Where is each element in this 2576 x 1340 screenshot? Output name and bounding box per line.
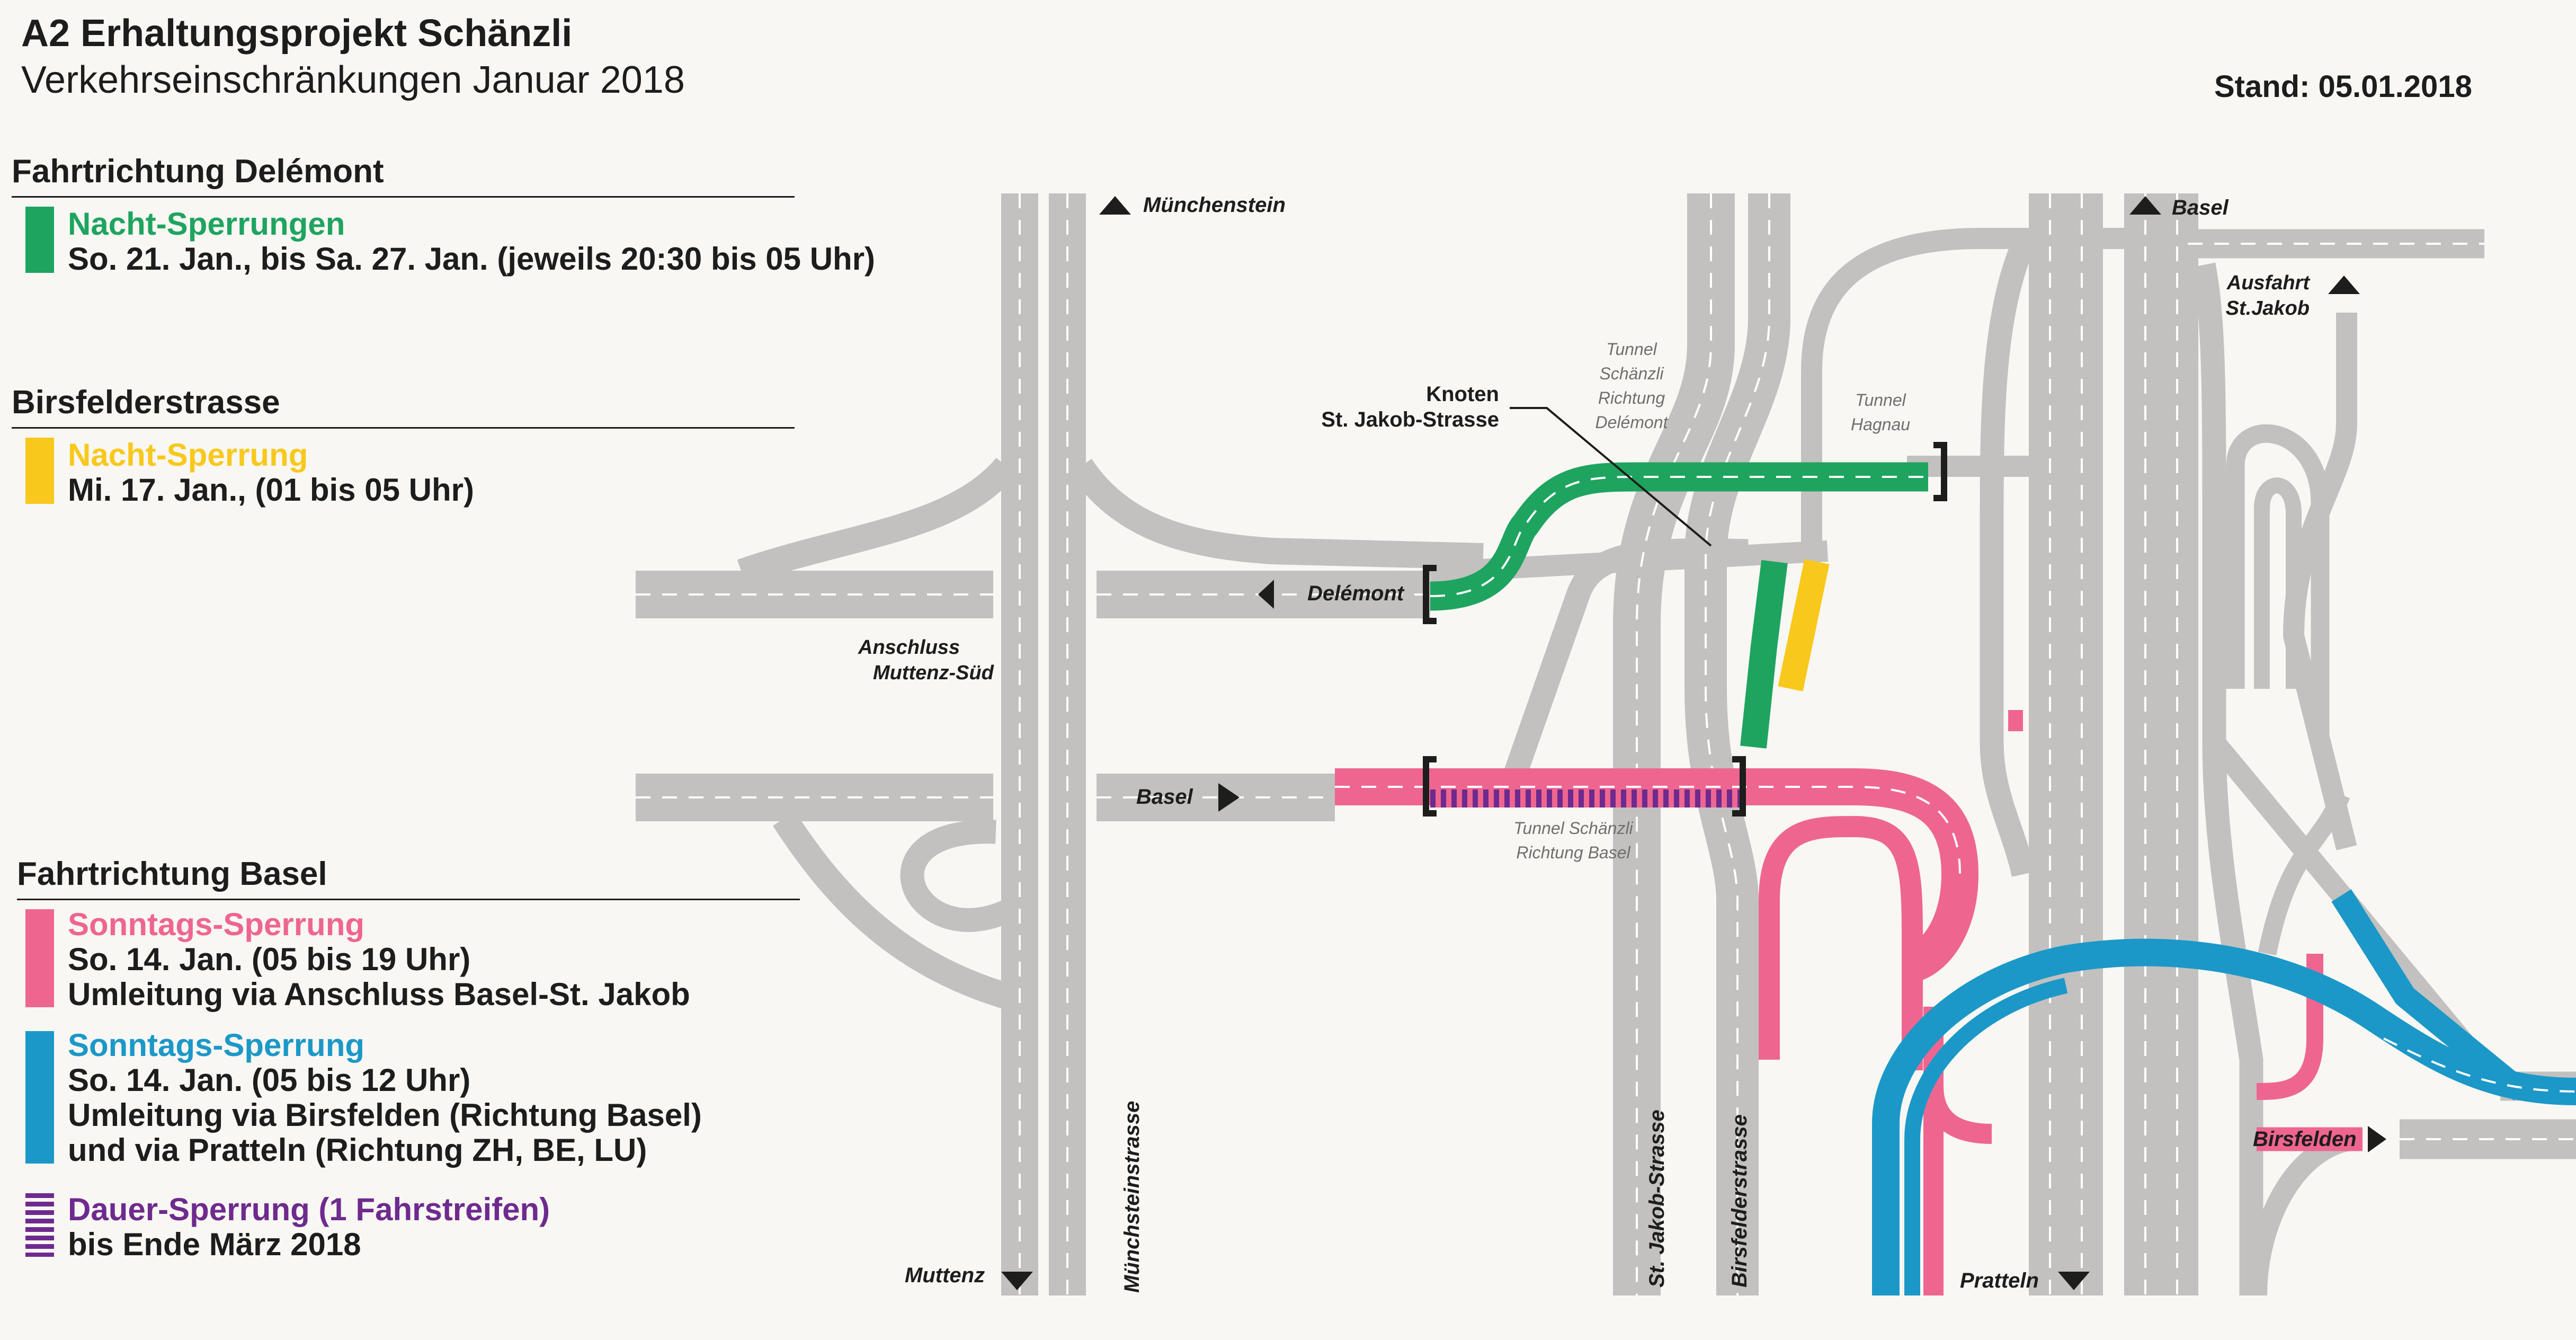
label-muenchenstein: Münchenstein: [1143, 193, 1286, 217]
label-th-2: Hagnau: [1850, 415, 1911, 434]
closure-brackets: [1423, 442, 1947, 817]
legend-line-green: So. 21. Jan., bis Sa. 27. Jan. (jeweils …: [68, 241, 876, 277]
label-tunnel-hagnau: Tunnel Hagnau: [1838, 388, 1923, 437]
ramp-sw-loop: [900, 820, 1012, 932]
label-birsfelden: Birsfelden: [2253, 1128, 2357, 1151]
label-st-jakob-strasse: St. Jakob-Strasse: [1645, 1110, 1669, 1288]
closure-purple-band: [1430, 789, 1743, 807]
closure-blue-diag: [2331, 889, 2529, 1101]
legend-title-yellow: Nacht-Sperrung: [68, 437, 308, 473]
legend-swatch-blue: [25, 1031, 54, 1164]
closure-yellow: [1778, 559, 1830, 691]
label-tunnel-schaenzli-delemont: Tunnel Schänzli Richtung Delémont: [1579, 337, 1684, 434]
triangle-birsfelden: [2368, 1126, 2386, 1152]
label-anschluss-1: Anschluss: [858, 636, 960, 659]
label-anschluss-2: Muttenz-Süd: [873, 662, 994, 684]
triangle-delemont: [1258, 580, 1274, 609]
knoten-leader-line: [1510, 407, 1712, 547]
label-th-1: Tunnel: [1855, 391, 1906, 410]
closure-green-branch: [1740, 560, 1788, 749]
direction-triangles: [1001, 196, 2386, 1290]
triangle-muenchenstein: [1099, 196, 1131, 215]
label-knoten-1: Knoten: [1426, 383, 1499, 406]
label-tsd-4: Delémont: [1595, 413, 1668, 432]
road-east-loop-b: [2254, 477, 2302, 689]
bracket-basel-east: [1732, 756, 1746, 817]
triangle-basel-north: [2129, 196, 2161, 215]
road-birsfelden-ramp: [2246, 1129, 2363, 1296]
legend-rule-basel: [17, 899, 800, 900]
label-basel-north: Basel: [2172, 196, 2229, 219]
label-knoten-2: St. Jakob-Strasse: [1321, 408, 1499, 431]
closure-blue-inner: [1904, 978, 2068, 1295]
label-tsd-1: Tunnel: [1606, 340, 1657, 359]
ramp-ne: [1069, 458, 1484, 570]
triangle-ausfahrt: [2328, 276, 2360, 294]
label-tsb-1: Tunnel Schänzli: [1513, 819, 1633, 838]
triangle-pratteln: [2058, 1272, 2090, 1290]
label-delemont: Delémont: [1307, 582, 1404, 605]
closure-pink-right-u: [2256, 954, 2323, 1100]
label-ausfahrt-2: St.Jakob: [2225, 297, 2310, 320]
closure-pink-left-u: [1759, 816, 1923, 1070]
legend-line-blue-1: So. 14. Jan. (05 bis 12 Uhr): [68, 1062, 471, 1098]
ramp-sw: [772, 811, 1011, 1009]
label-pratteln: Pratteln: [1960, 1269, 2039, 1292]
closure-pink-loop: [1923, 1039, 1992, 1144]
legend-swatch-yellow: [25, 438, 54, 504]
legend-line-blue-3: und via Pratteln (Richtung ZH, BE, LU): [68, 1132, 647, 1168]
legend-swatch-green: [25, 207, 54, 273]
legend-title-pink: Sonntags-Sperrung: [68, 907, 365, 942]
legend-swatch-pink: [25, 909, 54, 1007]
legend-line-purple: bis Ende März 2018: [68, 1227, 361, 1262]
bracket-hagnau: [1933, 442, 1947, 501]
legend-line-blue-2: Umleitung via Birsfelden (Richtung Basel…: [68, 1097, 702, 1133]
closure-purple: [1430, 789, 1743, 807]
closure-blue: [1872, 889, 2576, 1295]
label-tsd-3: Richtung: [1598, 388, 1665, 407]
legend-rule-birsfelder: [12, 427, 795, 429]
ramp-nw: [737, 457, 1017, 585]
triangle-basel-west: [1218, 783, 1240, 812]
legend-heading-birsfelder: Birsfelderstrasse: [12, 384, 280, 421]
legend-title-green: Nacht-Sperrungen: [68, 206, 345, 242]
label-muttenz: Muttenz: [905, 1264, 985, 1287]
legend-swatch-purple: [25, 1193, 54, 1257]
road-hagnau-loop: [1801, 228, 2145, 551]
road-diag-east-b: [2258, 791, 2350, 956]
road-east-loop-a: [2226, 424, 2330, 742]
road-a2-west-outer: [1980, 239, 2035, 877]
label-tsb-2: Richtung Basel: [1516, 843, 1630, 862]
legend-rule-delemont: [12, 196, 795, 198]
bracket-delemont: [1423, 565, 1437, 624]
legend-title-purple: Dauer-Sperrung (1 Fahrstreifen): [68, 1192, 550, 1227]
legend-line-pink-2: Umleitung via Anschluss Basel-St. Jakob: [68, 977, 690, 1012]
label-ausfahrt-1: Ausfahrt: [2226, 272, 2310, 294]
stand-date: Stand: 05.01.2018: [2214, 69, 2472, 104]
label-birsfelderstrasse: Birsfelderstrasse: [1728, 1114, 1751, 1288]
bracket-basel-west: [1423, 756, 1437, 817]
label-basel-west: Basel: [1136, 785, 1193, 809]
legend-heading-basel: Fahrtrichtung Basel: [17, 856, 327, 892]
label-tsd-2: Schänzli: [1599, 364, 1664, 383]
legend-title-blue: Sonntags-Sperrung: [68, 1027, 365, 1063]
label-tunnel-schaenzli-basel: Tunnel Schänzli Richtung Basel: [1483, 816, 1663, 865]
label-muenchensteinstrasse: Münchsteinstrasse: [1120, 1101, 1144, 1293]
closure-green: [1430, 462, 1928, 749]
closure-blue-arc: [1872, 938, 2576, 1295]
page-title: A2 Erhaltungsprojekt Schänzli: [21, 12, 573, 55]
legend-line-pink-1: So. 14. Jan. (05 bis 19 Uhr): [68, 942, 471, 977]
legend-heading-delemont: Fahrtrichtung Delémont: [12, 153, 384, 190]
page-subtitle: Verkehrseinschränkungen Januar 2018: [21, 59, 685, 101]
triangle-muttenz: [1001, 1272, 1033, 1290]
legend-line-yellow: Mi. 17. Jan., (01 bis 05 Uhr): [68, 472, 474, 508]
